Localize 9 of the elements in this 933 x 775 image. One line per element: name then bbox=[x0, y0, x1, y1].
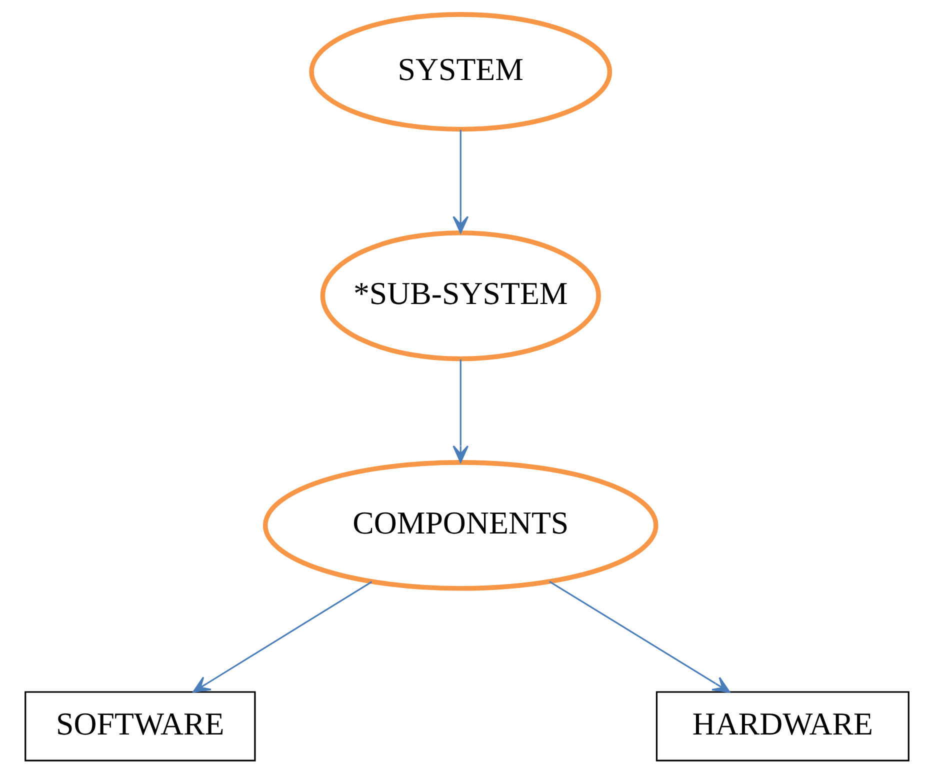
node-box: SOFTWARE bbox=[24, 691, 256, 762]
arrow bbox=[452, 130, 468, 234]
arrow bbox=[192, 581, 372, 693]
arrow bbox=[548, 580, 730, 693]
node-box: HARDWARE bbox=[655, 691, 909, 762]
node-ellipse: *SUB-SYSTEM bbox=[320, 230, 600, 362]
node-ellipse: SYSTEM bbox=[308, 12, 612, 132]
arrow bbox=[452, 359, 468, 463]
node-ellipse: COMPONENTS bbox=[262, 460, 658, 591]
